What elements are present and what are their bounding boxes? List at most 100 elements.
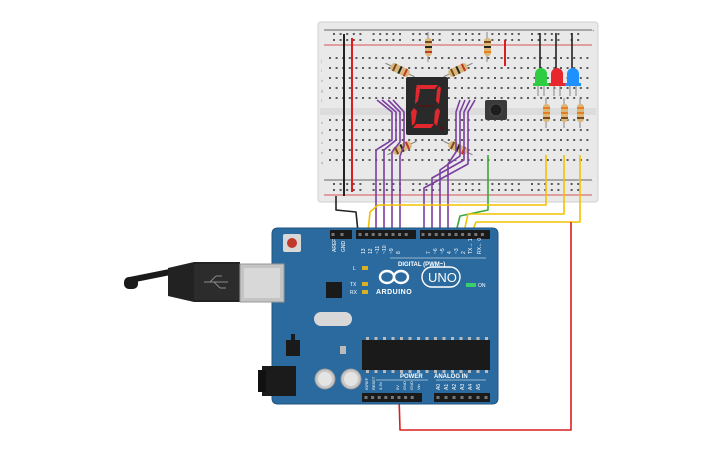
rail-hole bbox=[465, 33, 467, 35]
row-letter-a: a bbox=[321, 160, 324, 165]
bb-hole bbox=[348, 119, 351, 121]
bb-hole bbox=[467, 77, 470, 79]
rail-hole bbox=[471, 33, 474, 35]
bb-hole bbox=[527, 139, 529, 141]
bb-hole bbox=[447, 57, 450, 59]
bb-hole bbox=[527, 77, 529, 79]
bb-hole bbox=[540, 149, 543, 151]
bb-hole bbox=[573, 139, 576, 141]
bb-hole bbox=[566, 149, 569, 151]
chip-pin bbox=[451, 370, 454, 373]
bb-hole bbox=[494, 97, 496, 99]
bb-hole bbox=[388, 87, 391, 89]
header-pin bbox=[365, 233, 369, 236]
bb-hole bbox=[368, 77, 371, 79]
header-pin bbox=[474, 233, 478, 236]
chip-pin bbox=[400, 370, 403, 373]
bb-hole bbox=[507, 129, 510, 131]
rail-hole bbox=[531, 39, 533, 41]
bb-hole bbox=[368, 149, 371, 151]
rail-hole bbox=[550, 183, 553, 185]
bb-hole bbox=[487, 67, 490, 69]
bb-hole bbox=[362, 87, 364, 89]
bb-hole bbox=[362, 149, 364, 151]
bb-hole bbox=[441, 67, 444, 69]
rail-hole bbox=[498, 183, 500, 185]
bb-hole bbox=[573, 119, 576, 121]
bb-hole bbox=[566, 87, 569, 89]
on-label: ON bbox=[478, 283, 486, 289]
bb-hole bbox=[579, 77, 582, 79]
resistor-led-3 bbox=[577, 98, 584, 128]
bb-hole bbox=[368, 97, 371, 99]
bb-hole bbox=[480, 57, 483, 59]
bb-hole bbox=[421, 57, 424, 59]
bb-hole bbox=[586, 67, 589, 69]
chip-pin bbox=[383, 337, 386, 340]
chip-pin bbox=[366, 337, 369, 340]
atmega328-chip bbox=[362, 340, 490, 370]
bb-hole bbox=[362, 139, 364, 141]
arduino-logo-icon bbox=[378, 269, 410, 285]
header-pin bbox=[434, 233, 438, 236]
bb-hole bbox=[573, 159, 576, 161]
bb-hole bbox=[546, 77, 549, 79]
bb-hole bbox=[560, 97, 562, 99]
bb-hole bbox=[368, 129, 371, 131]
chip-pin bbox=[485, 370, 488, 373]
bb-hole bbox=[566, 159, 569, 161]
pushbutton[interactable] bbox=[485, 100, 507, 120]
bb-hole bbox=[368, 139, 371, 141]
bb-hole bbox=[500, 77, 503, 79]
bb-hole bbox=[348, 97, 351, 99]
rail-hole bbox=[550, 33, 553, 35]
digital-pin-label: ~11 bbox=[375, 246, 381, 254]
bb-hole bbox=[566, 57, 569, 59]
led-tx-label: TX bbox=[350, 282, 357, 288]
header-pin bbox=[480, 233, 484, 236]
rail-hole bbox=[451, 183, 454, 185]
digital-pin-label: ~9 bbox=[389, 248, 395, 254]
bb-hole bbox=[414, 57, 417, 59]
bb-hole bbox=[540, 57, 543, 59]
header-pin bbox=[371, 396, 375, 399]
bb-hole bbox=[500, 67, 503, 69]
bb-hole bbox=[527, 57, 529, 59]
bb-hole bbox=[494, 129, 496, 131]
bb-hole bbox=[447, 159, 450, 161]
bb-hole bbox=[480, 97, 483, 99]
bb-hole bbox=[414, 149, 417, 151]
bb-hole bbox=[487, 149, 490, 151]
bb-hole bbox=[480, 149, 483, 151]
bb-hole bbox=[474, 87, 477, 89]
bb-hole bbox=[441, 57, 444, 59]
bb-hole bbox=[335, 77, 338, 79]
bb-hole bbox=[533, 57, 536, 59]
bottom-pin-holes bbox=[364, 396, 488, 399]
bb-hole bbox=[553, 119, 556, 121]
bb-hole bbox=[375, 139, 378, 141]
power-header-label: POWER bbox=[400, 374, 423, 380]
bb-hole bbox=[388, 139, 391, 141]
digital-pin-label: ~3 bbox=[454, 248, 460, 254]
bb-hole bbox=[579, 149, 582, 151]
bb-hole bbox=[579, 139, 582, 141]
rail-hole bbox=[418, 189, 421, 191]
rail-hole bbox=[458, 183, 461, 185]
power-pin-label: Vin bbox=[416, 384, 421, 390]
led-wire-3 bbox=[471, 155, 581, 233]
rail-hole bbox=[392, 39, 395, 41]
header-pin bbox=[461, 233, 465, 236]
bb-hole bbox=[520, 159, 523, 161]
bb-hole bbox=[428, 159, 430, 161]
bb-hole bbox=[329, 77, 331, 79]
resistor-led-1 bbox=[543, 98, 550, 128]
usb-chip bbox=[326, 282, 342, 298]
bb-hole bbox=[401, 97, 404, 99]
pin-label-gnd: GND bbox=[341, 241, 347, 253]
header-pin bbox=[384, 396, 388, 399]
bb-hole bbox=[362, 67, 364, 69]
header-pin bbox=[364, 396, 368, 399]
power-pin-label: RESET bbox=[371, 376, 376, 390]
bb-hole bbox=[480, 159, 483, 161]
